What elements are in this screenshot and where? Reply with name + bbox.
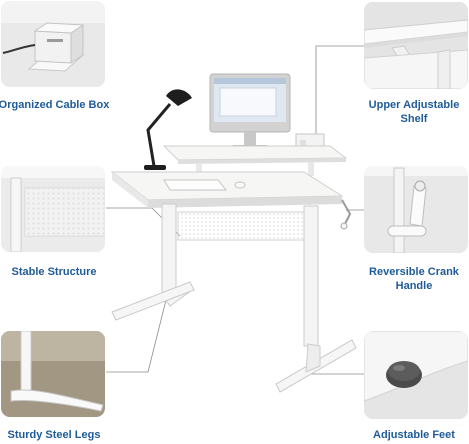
mesh-panel (177, 211, 305, 241)
stable-structure-thumbnail (1, 166, 105, 252)
desk-lamp (146, 103, 172, 167)
cable-box-label: Organized Cable Box (0, 99, 110, 111)
cable-box-thumbnail (1, 1, 105, 87)
desktop-surface (110, 171, 344, 201)
upper-shelf-thumbnail (364, 2, 468, 89)
left-leg (161, 203, 177, 301)
steel-legs-thumbnail (1, 331, 105, 417)
adjustable-feet-thumbnail (364, 331, 468, 419)
leg-icon (1, 331, 105, 417)
standing-desk-illustration (110, 73, 357, 393)
upper-shelf (162, 145, 348, 161)
crank-handle (341, 199, 352, 227)
right-leg (303, 205, 319, 347)
upper-shelf-label: Upper Adjustable Shelf (368, 99, 460, 125)
keyboard-icon (163, 179, 228, 191)
cable-box-icon (1, 1, 105, 87)
stable-structure-label: Stable Structure (11, 266, 97, 278)
shelf-icon (364, 2, 468, 89)
steel-legs-label: Sturdy Steel Legs (7, 429, 101, 441)
crank-icon (364, 166, 468, 253)
crank-handle-label: Reversible Crank Handle (369, 266, 459, 292)
crank-handle-thumbnail (364, 166, 468, 253)
adjustable-feet-label: Adjustable Feet (373, 429, 455, 441)
left-foot (111, 281, 195, 321)
mouse-icon (234, 181, 246, 189)
lamp-head-icon (166, 89, 192, 106)
frame-icon (1, 166, 105, 252)
foot-pad-icon (364, 331, 468, 419)
